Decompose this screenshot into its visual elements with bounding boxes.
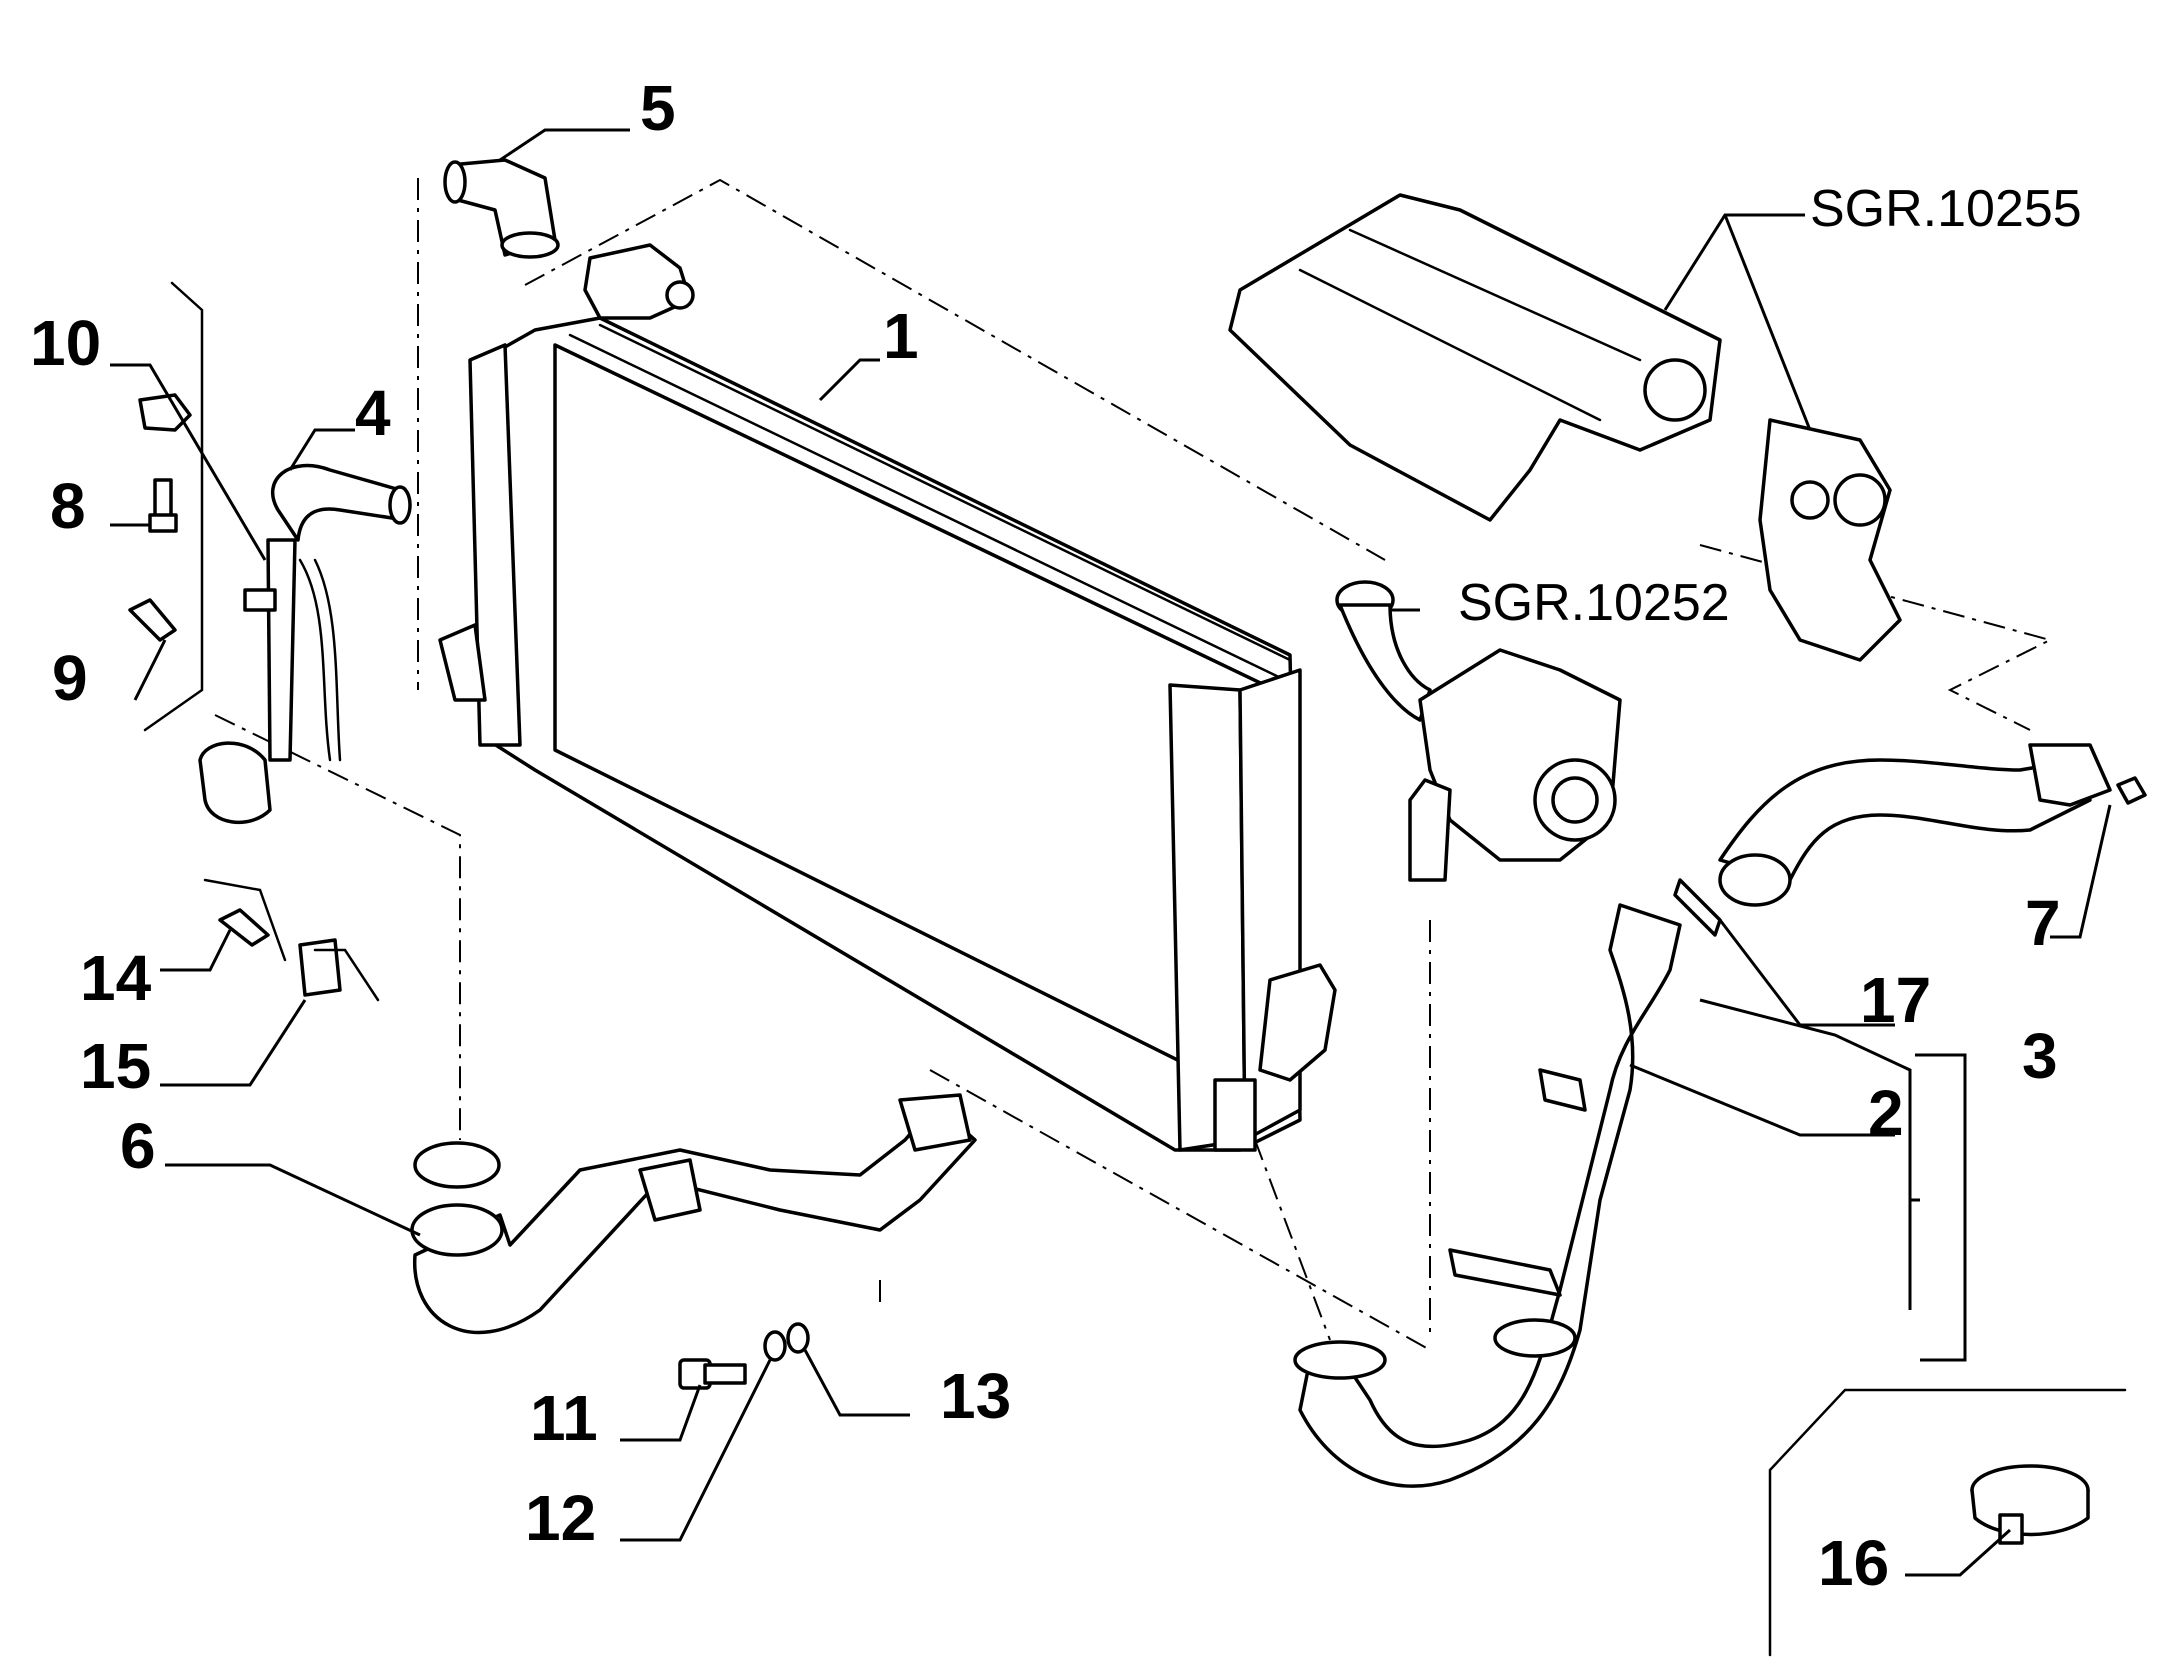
callout-2: 2 <box>1868 1077 1904 1149</box>
intercooler-core <box>438 243 1337 1152</box>
turbocharger <box>1335 580 1622 882</box>
callout-labels: 1 2 3 4 5 6 7 8 9 10 11 12 13 14 15 16 1… <box>30 72 2061 1599</box>
part-17-clamp <box>1673 878 1722 937</box>
callout-6: 6 <box>120 1110 156 1182</box>
callout-5: 5 <box>640 72 676 144</box>
part-4-hose <box>198 463 412 825</box>
part-16-clamp-inset <box>1768 1388 2127 1657</box>
leader-lines <box>110 128 2112 1577</box>
callout-10: 10 <box>30 307 101 379</box>
callout-8: 8 <box>50 470 86 542</box>
callout-7: 7 <box>2025 887 2061 959</box>
part-11-bolt <box>678 1358 747 1390</box>
callout-4: 4 <box>355 377 391 449</box>
part-8-bolt <box>148 478 178 533</box>
callout-3: 3 <box>2022 1020 2058 1092</box>
part-9-bolt <box>128 598 177 642</box>
callout-13: 13 <box>940 1360 1011 1432</box>
callout-11: 11 <box>530 1382 598 1454</box>
part-5-elbow-hose <box>443 158 560 259</box>
part-7-bolt <box>2116 776 2147 805</box>
part-13-washer <box>786 1322 810 1354</box>
part-10-clip <box>138 393 192 432</box>
part-3-hose <box>1718 743 2112 907</box>
part-15-bracket <box>298 938 342 997</box>
part-6-lower-hose <box>410 1093 977 1335</box>
part-2-hose <box>1293 903 1682 1488</box>
intake-manifold <box>1228 193 1902 662</box>
ref-turbocharger: SGR.10252 <box>1458 574 1730 632</box>
ref-intake-manifold: SGR.10255 <box>1810 180 2082 238</box>
part-14-bolt <box>218 908 270 947</box>
left-group-brackets <box>143 281 380 1002</box>
reference-labels: SGR.10255 SGR.10252 <box>1458 180 2082 632</box>
callout-9: 9 <box>52 642 88 714</box>
callout-12: 12 <box>525 1482 596 1554</box>
callout-17: 17 <box>1860 964 1931 1036</box>
callout-1: 1 <box>883 300 919 372</box>
part-12-washer <box>763 1330 787 1362</box>
callout-16: 16 <box>1818 1527 1889 1599</box>
callout-14: 14 <box>80 942 152 1014</box>
callout-15: 15 <box>80 1030 151 1102</box>
